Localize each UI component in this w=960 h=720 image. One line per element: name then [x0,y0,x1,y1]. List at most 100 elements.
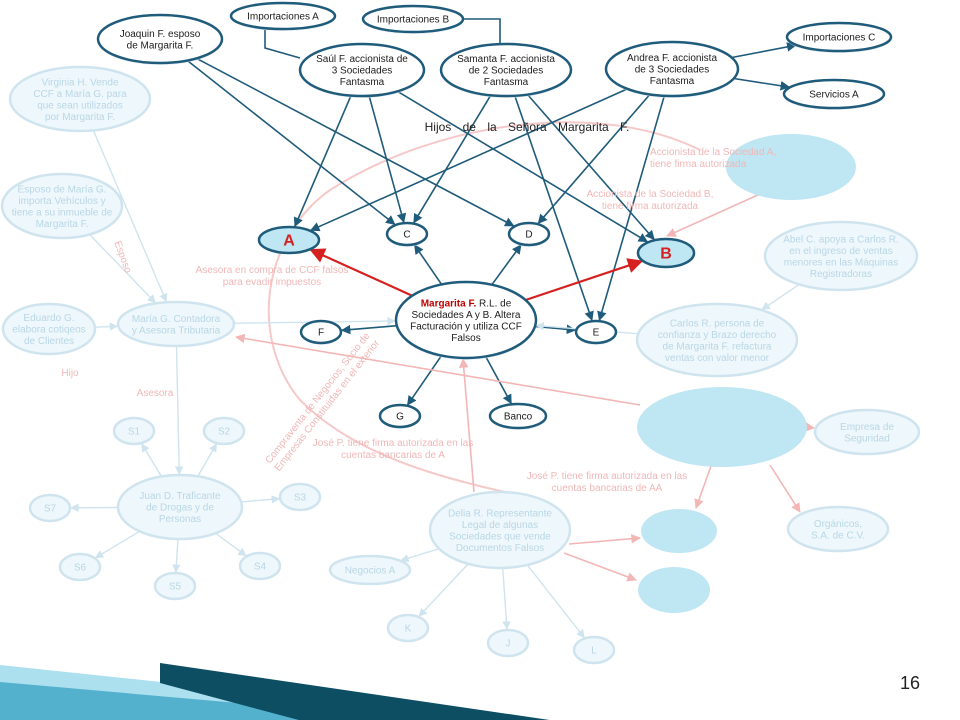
edge-saul-node_c [368,95,407,224]
node-imp-c: Importaciones C [785,21,893,53]
node-negocios-a: Negocios A [328,554,412,586]
link-imp-a-saul [264,30,301,59]
node-node-f: F [299,319,343,345]
edge-virginia-maria [92,130,168,303]
node-node-d: D [507,221,551,247]
node-label: Virginia H. Vende [41,77,119,88]
annotation-line: Accionista de la Sociedad B, [587,189,714,200]
node-shape [8,65,152,133]
annotation-line: para evadir impuestos [223,277,321,288]
node-label: S2 [218,427,231,438]
node-label: Negocios A [345,566,396,577]
node-label: de Clientes [24,336,74,347]
node-label: Falsos [451,333,480,344]
node-label: menores en las Máquinas [784,257,899,268]
node-s5: S5 [153,571,197,601]
annotation-line: cuentas bancarias de AA [552,483,663,494]
annotation-line: José P. tiene firma autorizada en las [313,438,473,449]
subtitle: Hijos de la Señora Margarita F. [425,120,630,134]
node-label: Importaciones C [803,33,876,44]
node-shape [112,416,156,446]
edges-layer [70,18,815,639]
node-shape [1,302,97,356]
node-s4: S4 [238,551,282,581]
node-label: importa Vehículos y [18,196,105,207]
node-label-rest: R.L. de [476,298,511,309]
node-node-g: G [378,403,422,429]
edge-delia-node_l [526,564,585,639]
edge-eduardo-maria [94,322,119,331]
node-shape [257,225,321,255]
node-label: Esposo de María G. [18,184,107,195]
node-esposo-maria: Esposo de María G.importa Vehículos ytie… [0,172,124,240]
node-shape [116,300,236,348]
node-shape [507,221,551,247]
edge-juan-s5 [172,538,181,573]
node-shape [763,220,919,292]
node-label: Carlos R. persona de [670,318,765,329]
node-shape [238,551,282,581]
annotation-line: Esposo [111,240,133,276]
node-banco: Banco [488,402,548,430]
blank-bubble-middle-right [637,387,807,467]
node-shape [572,635,616,665]
edge-margarita-node_c [413,244,443,285]
node-s1: S1 [112,416,156,446]
edge-abel-carlos [761,283,800,311]
node-s3: S3 [278,482,322,512]
node-label: Margarita F. R.L. de [421,298,512,309]
annotation-line: Asesora en compra de CCF falsos [196,265,349,276]
node-label: Eduardo G. [23,313,74,324]
node-label: Delia R. Representante [448,508,552,519]
node-label: de Margarita F. refactura [663,341,772,352]
node-label: Empresa de [840,422,894,433]
edge-joaquin-node_c [186,59,396,226]
edge-andrea-serv_a [733,77,791,91]
node-imp-b: Importaciones B [361,4,465,34]
edge-samanta-node_c [413,94,492,224]
edge-blank-top-to-b [666,193,761,237]
node-label: B [660,246,672,263]
node-label: Juan D. Traficante [139,491,221,502]
node-label: K [405,624,412,635]
node-label: Abel C. apoya a Carlos R. [783,234,899,245]
node-shape [96,13,224,65]
edge-margarita-node_b [525,258,644,302]
edge-margarita-node_a [309,248,413,297]
node-shape [782,78,886,110]
node-label: Registradoras [810,269,872,280]
edge-andrea-imp_c [731,42,797,59]
node-label: elabora cotiqeos [12,325,85,336]
edge-margarita-node_g [406,355,443,406]
node-shape [636,237,696,269]
node-label: confianza y Brazo derecho [658,330,777,341]
node-label: CCF a María G. para [33,89,127,100]
node-label: en el ingreso de ventas [789,246,892,257]
edge-margarita-node_f [340,324,397,335]
node-shape [153,571,197,601]
annotation-line: Hijo [61,368,79,379]
annotation-jose-a: José P. tiene firma autorizada en lascue… [313,438,473,461]
node-label: y Asesora Tributaria [132,325,221,336]
node-label: por Margarita F. [45,112,115,123]
edge-delia-negocios_a [400,548,440,563]
edge-blank-middle-to-small-1 [694,465,712,509]
edge-samanta-node_b [526,93,655,241]
annotation-accionista-a: Accionista de la Sociedad A,tiene firma … [650,147,776,170]
node-shape [229,1,337,31]
node-imp-a: Importaciones A [229,1,337,31]
blank-bubble-small-2 [638,567,710,613]
node-label: que sean utilizados [37,100,123,111]
edge-andrea-node_e [597,95,666,322]
node-label: Legal de algunas [462,520,538,531]
node-shape [394,280,538,360]
edge-delia-to-small-2 [563,552,637,582]
edge-andrea-node_d [537,93,651,225]
node-s7: S7 [28,493,72,523]
edge-saul-node_b [396,90,649,243]
